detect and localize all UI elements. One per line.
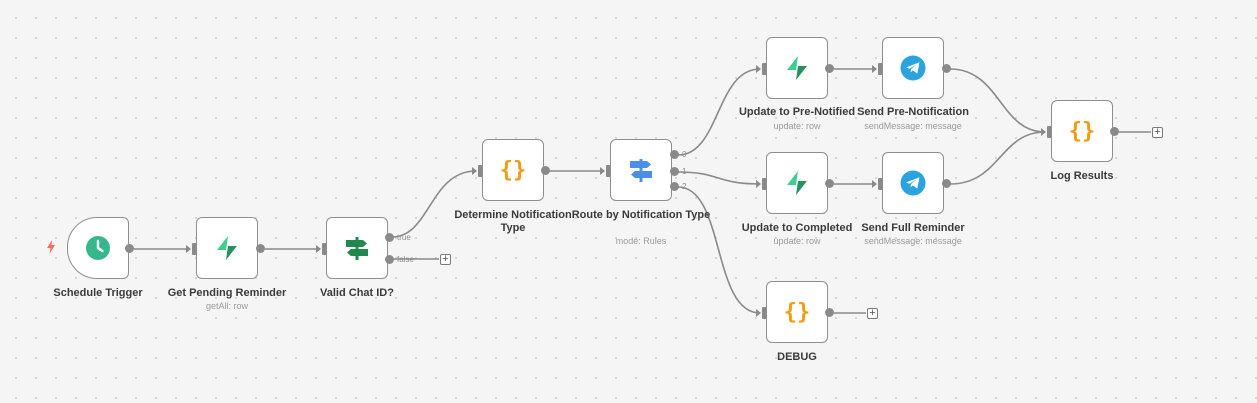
code-braces-icon: {} [496, 153, 530, 187]
label-update-to-completed: Update to Completed [741, 222, 853, 234]
node-get-pending-reminder[interactable] [196, 217, 258, 279]
arrow-send-full [872, 180, 877, 188]
telegram-icon [896, 51, 930, 85]
wire-true-to-determine [391, 170, 477, 238]
node-log-results[interactable]: {} [1051, 100, 1113, 162]
code-braces-icon: {} [1065, 114, 1099, 148]
add-node-button-log[interactable]: + [1152, 127, 1163, 138]
wire-send-full-to-log [949, 131, 1046, 185]
add-node-button-false[interactable]: + [440, 254, 451, 265]
svg-text:{}: {} [784, 300, 811, 325]
sub-send-full-reminder: sendMessage: message [864, 236, 962, 246]
node-schedule-trigger[interactable] [67, 217, 129, 279]
node-send-pre-notification[interactable] [882, 37, 944, 99]
out-port-true[interactable] [385, 233, 394, 242]
node-route-by-notification-type[interactable] [610, 139, 672, 201]
node-debug[interactable]: {} [766, 281, 828, 343]
out-port-update-completed[interactable] [825, 179, 834, 188]
wire-route2-to-debug [677, 186, 761, 314]
out-port-send-pre[interactable] [942, 64, 951, 73]
node-update-to-completed[interactable] [766, 152, 828, 214]
svg-text:{}: {} [1069, 119, 1096, 144]
branch-label-false: false [397, 255, 414, 264]
in-port-send-full[interactable] [878, 178, 883, 190]
in-port-debug[interactable] [762, 307, 767, 319]
out-port-schedule[interactable] [125, 244, 134, 253]
out-port-false[interactable] [385, 255, 394, 264]
arrow-determine [472, 167, 477, 175]
wire-route1-to-update-completed [677, 171, 761, 185]
supabase-icon [780, 51, 814, 85]
label-route-by-notification-type: Route by Notification Type [571, 209, 711, 221]
wire-send-pre-to-log [949, 68, 1046, 133]
arrow-update-pre [756, 65, 761, 73]
in-port-update-completed[interactable] [762, 178, 767, 190]
label-log-results: Log Results [1050, 170, 1114, 182]
branch-label-1: 1 [682, 167, 687, 176]
in-port-send-pre[interactable] [878, 63, 883, 75]
branch-label-true: true [397, 233, 411, 242]
label-valid-chat-id: Valid Chat ID? [320, 287, 394, 299]
label-send-pre-notification: Send Pre-Notification [857, 106, 969, 118]
out-port-log-results[interactable] [1110, 127, 1119, 136]
out-port-route-1[interactable] [670, 167, 679, 176]
arrow-debug [756, 309, 761, 317]
if-signpost-icon [340, 231, 374, 265]
node-update-to-pre-notified[interactable] [766, 37, 828, 99]
switch-icon [624, 153, 658, 187]
branch-label-0: 0 [682, 150, 687, 159]
supabase-icon [210, 231, 244, 265]
node-valid-chat-id[interactable] [326, 217, 388, 279]
arrow-route [600, 167, 605, 175]
node-send-full-reminder[interactable] [882, 152, 944, 214]
code-braces-icon: {} [780, 295, 814, 329]
label-determine-notification-type: Determine Notification Type [454, 209, 572, 234]
in-port-get-pending[interactable] [192, 243, 197, 255]
telegram-icon [896, 166, 930, 200]
out-port-determine[interactable] [541, 166, 550, 175]
supabase-icon [780, 166, 814, 200]
add-node-button-debug[interactable]: + [867, 308, 878, 319]
in-port-update-pre[interactable] [762, 63, 767, 75]
label-send-full-reminder: Send Full Reminder [861, 222, 965, 234]
label-schedule-trigger: Schedule Trigger [53, 287, 143, 299]
wire-route0-to-update-pre [677, 68, 761, 156]
sub-route-by-notification-type: mode: Rules [615, 236, 667, 246]
sub-send-pre-notification: sendMessage: message [864, 121, 962, 131]
label-debug: DEBUG [777, 351, 817, 363]
label-update-to-pre-notified: Update to Pre-Notified [738, 106, 856, 118]
trigger-bolt-icon [46, 240, 56, 259]
sub-get-pending-reminder: getAll: row [205, 301, 249, 311]
arrow-log [1041, 128, 1046, 136]
out-port-route-2[interactable] [670, 182, 679, 191]
out-port-update-pre[interactable] [825, 64, 834, 73]
in-port-log-results[interactable] [1047, 126, 1052, 138]
out-port-get-pending[interactable] [256, 244, 265, 253]
clock-icon [81, 231, 115, 265]
branch-label-2: 2 [682, 182, 687, 191]
in-port-determine[interactable] [478, 165, 483, 177]
arrow-send-pre [872, 65, 877, 73]
sub-update-to-completed: update: row [773, 236, 821, 246]
in-port-route[interactable] [606, 165, 611, 177]
label-get-pending-reminder: Get Pending Reminder [167, 287, 287, 299]
arrow-valid [316, 245, 321, 253]
node-determine-notification-type[interactable]: {} [482, 139, 544, 201]
sub-update-to-pre-notified: update: row [773, 121, 821, 131]
svg-text:{}: {} [500, 158, 527, 183]
arrow-update-completed [756, 180, 761, 188]
out-port-send-full[interactable] [942, 179, 951, 188]
out-port-debug[interactable] [825, 308, 834, 317]
out-port-route-0[interactable] [670, 150, 679, 159]
in-port-valid-chat[interactable] [322, 243, 327, 255]
arrow-get [186, 245, 191, 253]
